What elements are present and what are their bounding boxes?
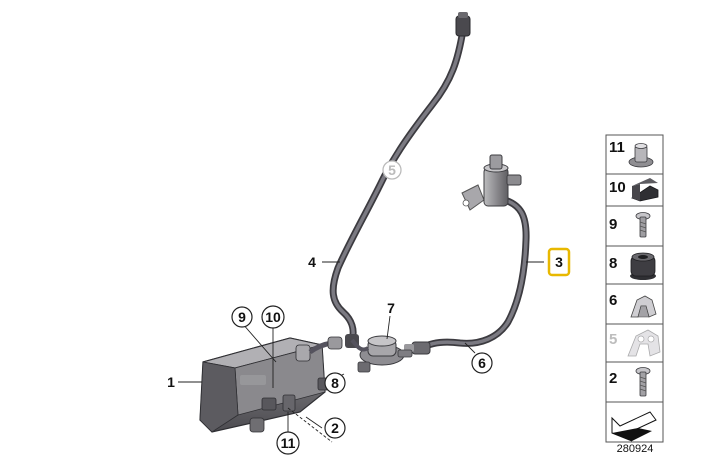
screw-icon: [635, 212, 651, 238]
callout-6: 6: [471, 352, 493, 374]
callout-9: 9: [231, 306, 253, 328]
legend-number-8: 8: [609, 255, 617, 272]
callout-5: 5: [382, 160, 402, 180]
callout-10: 10: [261, 305, 285, 329]
legend-number-2: 2: [609, 370, 617, 387]
callout-5-label: 5: [388, 162, 396, 178]
double-clip-icon: [627, 329, 661, 357]
callout-4: 4: [308, 254, 316, 270]
hose-clip-icon: [630, 295, 657, 318]
callout-2-label: 2: [331, 420, 339, 436]
carbon-canister: [199, 336, 343, 433]
legend-row-9: 9: [609, 212, 651, 238]
legend-number-11: 11: [609, 139, 625, 156]
legend-row-10: 10: [609, 178, 659, 202]
legend-row-2: 2: [609, 367, 651, 397]
legend-row-6: 6: [609, 292, 657, 318]
callout-3-highlighted: 3: [547, 247, 571, 277]
legend-row-5: 5: [609, 329, 661, 357]
legend-number-10: 10: [609, 179, 626, 196]
rubber-pad-icon: [631, 178, 659, 202]
callout-2: 2: [324, 417, 346, 439]
callout-1-label: 1: [167, 374, 175, 390]
legend-row-8: 8: [609, 252, 656, 280]
legend-row-arrow: [611, 411, 657, 442]
purge-valve: [461, 154, 522, 211]
grommet-icon: [628, 143, 654, 168]
callout-4-label: 4: [308, 254, 316, 270]
callout-11-label: 11: [281, 435, 296, 451]
diagram-id: 280924: [617, 443, 654, 455]
callout-11: 11: [276, 431, 300, 455]
callout-10-label: 10: [265, 309, 281, 325]
callout-7: 7: [387, 300, 395, 316]
legend-row-11: 11: [609, 139, 654, 168]
hose-3: [404, 196, 530, 355]
hose-4: [329, 12, 471, 348]
legend-number-5: 5: [609, 331, 617, 348]
callout-8: 8: [324, 372, 346, 394]
part-7-valve: [350, 335, 413, 373]
bolt-icon: [635, 367, 651, 397]
callout-3-label: 3: [555, 254, 563, 270]
callout-8-label: 8: [331, 375, 339, 391]
parts-legend: 11 10 9 8: [605, 134, 664, 443]
legend-number-6: 6: [609, 292, 617, 309]
arrow-direction-icon: [611, 411, 657, 442]
callout-9-label: 9: [238, 309, 246, 325]
bellows-grommet-icon: [630, 252, 656, 280]
callout-6-label: 6: [478, 355, 486, 371]
callout-7-label: 7: [387, 300, 395, 316]
legend-number-9: 9: [609, 216, 617, 233]
callout-1: 1: [167, 374, 175, 390]
